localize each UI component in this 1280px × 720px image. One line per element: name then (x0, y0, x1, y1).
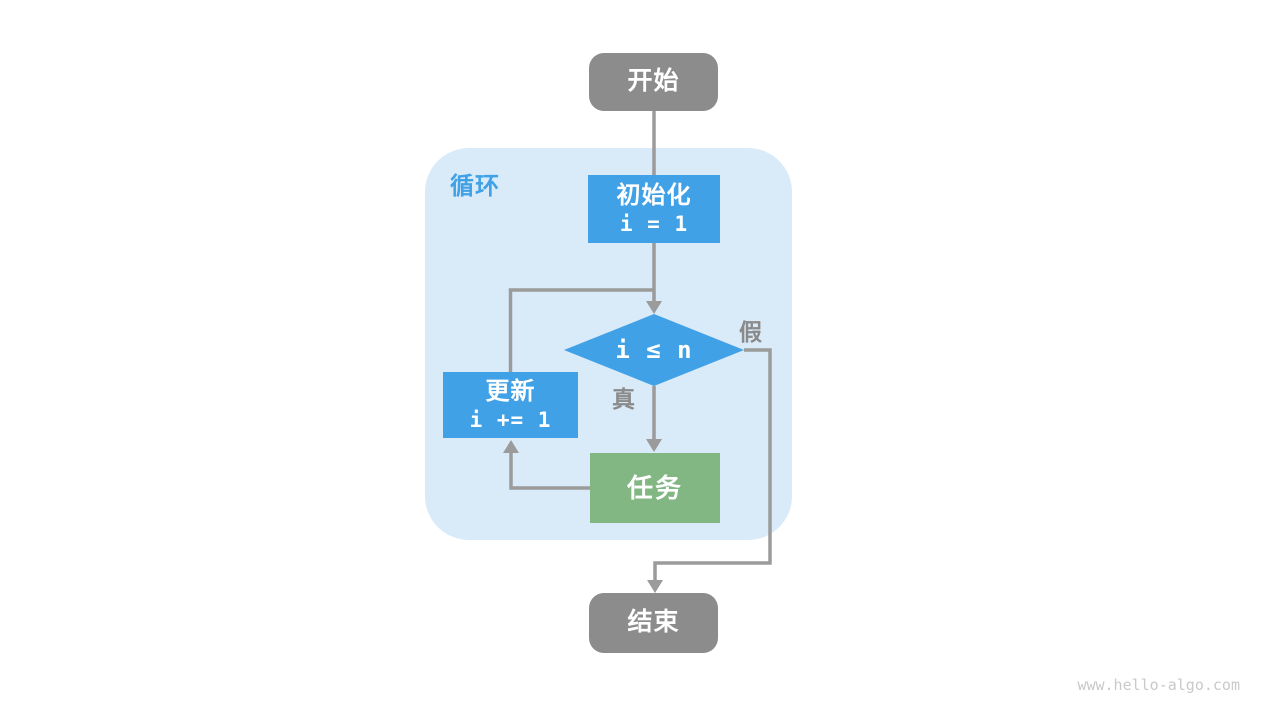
node-initialize-title: 初始化 (616, 181, 692, 209)
node-update: 更新 i += 1 (443, 372, 578, 438)
node-task-label: 任务 (626, 472, 683, 503)
node-end-label: 结束 (627, 608, 680, 637)
watermark-text: www.hello-algo.com (1077, 676, 1240, 694)
edge-label-true: 真 (612, 386, 636, 412)
arrowhead-into-end (647, 580, 663, 593)
loop-region-label: 循环 (450, 173, 500, 200)
edge-label-false: 假 (739, 319, 763, 345)
node-update-title: 更新 (485, 377, 536, 405)
node-task: 任务 (590, 453, 720, 523)
node-initialize: 初始化 i = 1 (588, 175, 720, 243)
node-update-code: i += 1 (469, 407, 552, 432)
node-end: 结束 (589, 593, 718, 653)
node-start-label: 开始 (627, 67, 680, 96)
node-initialize-code: i = 1 (619, 211, 689, 236)
node-condition-expression: i ≤ n (615, 336, 693, 364)
node-start: 开始 (589, 53, 718, 111)
